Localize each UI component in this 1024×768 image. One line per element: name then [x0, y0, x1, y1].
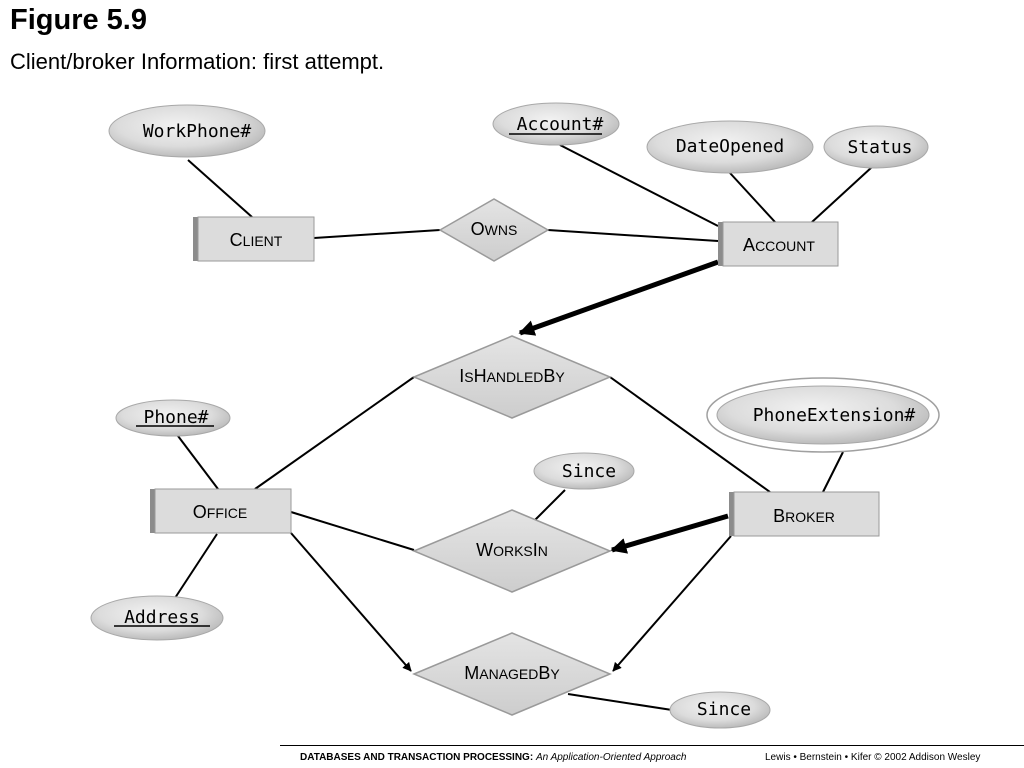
relationship-is-handled-by: ISHANDLEDBY	[412, 335, 612, 419]
line-dateopened-account	[729, 172, 776, 223]
attribute-address-label: Address	[124, 607, 200, 628]
attribute-status-label: Status	[847, 137, 912, 158]
line-ishandledby-broker	[609, 376, 771, 493]
relationship-managed-by: MANAGEDBY	[412, 632, 612, 716]
attribute-date-opened-label: DateOpened	[676, 136, 784, 157]
entity-office: OFFICE	[150, 488, 292, 534]
footer-book-title: DATABASES AND TRANSACTION PROCESSING:	[300, 752, 534, 763]
attribute-account-no: Account#	[492, 102, 620, 146]
line-managedby-since	[567, 693, 673, 711]
attribute-phone: Phone#	[115, 399, 231, 437]
attribute-phone-label: Phone#	[143, 407, 208, 428]
line-since-worksin	[534, 489, 566, 521]
entity-client-label: CLIENT	[230, 230, 283, 250]
attribute-account-no-label: Account#	[517, 114, 604, 135]
attribute-since-managed-by-label: Since	[697, 699, 751, 720]
attribute-date-opened: DateOpened	[646, 120, 814, 174]
footer-book-subtitle: An Application-Oriented Approach	[535, 752, 687, 763]
relationship-is-handled-by-label: ISHANDLEDBY	[459, 366, 565, 386]
line-owns-account	[547, 229, 719, 242]
figure-subtitle: Client/broker Information: first attempt…	[10, 49, 385, 74]
line-client-owns	[313, 229, 441, 239]
relationship-works-in: WORKSIN	[412, 509, 612, 593]
footer-divider	[280, 745, 1024, 746]
arrow-broker-managedby	[612, 535, 732, 672]
line-phoneext-broker	[822, 451, 844, 493]
relationship-owns-label: OWNS	[471, 219, 518, 239]
line-accountno-account	[559, 144, 719, 227]
footer-book: DATABASES AND TRANSACTION PROCESSING: An…	[300, 752, 686, 763]
line-office-worksin	[290, 511, 415, 551]
arrow-office-managedby	[290, 532, 412, 672]
attribute-since-works-in-label: Since	[562, 461, 616, 482]
entity-client: CLIENT	[193, 216, 315, 262]
arrow-broker-worksin	[610, 513, 729, 554]
attribute-phone-extension-label: PhoneExtension#	[753, 405, 916, 426]
attribute-since-works-in: Since	[533, 452, 635, 490]
attribute-phone-extension: PhoneExtension#	[706, 377, 940, 453]
line-phone-office	[177, 435, 219, 490]
relationship-managed-by-label: MANAGEDBY	[464, 663, 560, 683]
entity-account-label: ACCOUNT	[743, 235, 815, 255]
entity-broker-label: BROKER	[773, 506, 835, 526]
attribute-work-phone-label: WorkPhone#	[143, 121, 252, 142]
line-address-office	[174, 533, 218, 599]
arrow-account-ishandledby	[518, 259, 719, 336]
relationship-owns: OWNS	[438, 198, 550, 262]
connector-lines	[174, 144, 873, 711]
entity-office-label: OFFICE	[193, 502, 247, 522]
attribute-address: Address	[90, 595, 224, 641]
entity-broker: BROKER	[729, 491, 880, 537]
figure-title: Figure 5.9	[10, 4, 147, 36]
footer-credits: Lewis • Bernstein • Kifer © 2002 Addison…	[765, 752, 981, 763]
line-status-account	[811, 166, 873, 223]
line-workphone-client	[187, 159, 253, 218]
line-ishandledby-office	[254, 376, 415, 490]
relationship-works-in-label: WORKSIN	[476, 540, 548, 560]
attribute-since-managed-by: Since	[669, 691, 771, 729]
attribute-status: Status	[823, 125, 929, 169]
entity-account: ACCOUNT	[718, 221, 839, 267]
attribute-work-phone: WorkPhone#	[108, 104, 266, 158]
